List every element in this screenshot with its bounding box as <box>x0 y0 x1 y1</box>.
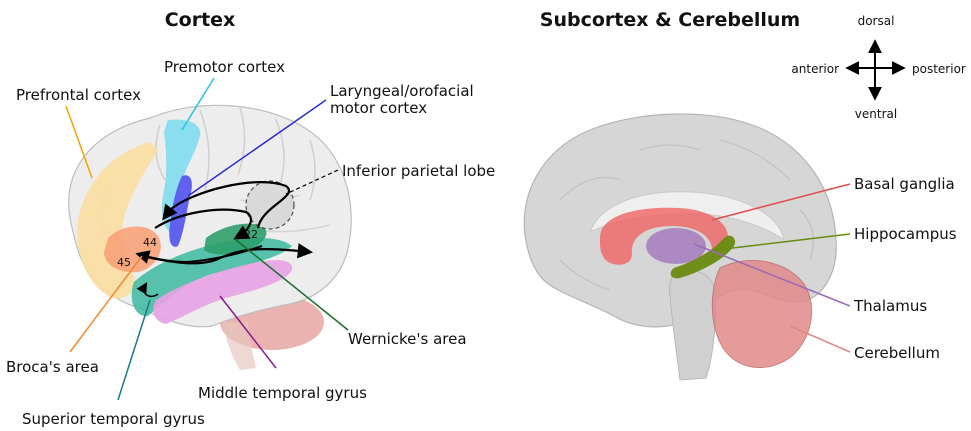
compass-posterior-label: posterior <box>912 62 966 76</box>
basal-ganglia-label: Basal ganglia <box>854 175 955 193</box>
superior-temporal-leader <box>118 300 150 400</box>
hippocampus-label: Hippocampus <box>854 225 957 243</box>
area-45-label: 45 <box>117 256 131 269</box>
cortex-panel-title: Cortex <box>165 9 236 31</box>
laryngeal-label-line2: motor cortex <box>330 99 427 117</box>
cerebellum-region <box>712 261 811 368</box>
subcortex-panel-title: Subcortex & Cerebellum <box>540 9 800 31</box>
premotor-label: Premotor cortex <box>164 58 285 76</box>
sagittal-brainstem <box>669 270 716 380</box>
superior-temporal-label: Superior temporal gyrus <box>22 410 205 428</box>
compass-anterior-label: anterior <box>791 62 839 76</box>
inferior-parietal-label: Inferior parietal lobe <box>342 162 495 180</box>
area-44-label: 44 <box>143 236 157 249</box>
laryngeal-label-line1: Laryngeal/orofacial <box>330 82 474 100</box>
compass-ventral-label: ventral <box>855 107 897 121</box>
sagittal-brain <box>524 114 836 380</box>
thalamus-label: Thalamus <box>853 297 927 315</box>
cerebellum-label: Cerebellum <box>854 344 940 362</box>
lateral-brain: 44 45 22 <box>69 105 351 370</box>
prefrontal-label: Prefrontal cortex <box>16 86 141 104</box>
broca-label: Broca's area <box>6 358 99 376</box>
compass-dorsal-label: dorsal <box>858 14 895 28</box>
orientation-compass: dorsal ventral anterior posterior <box>791 14 966 121</box>
inferior-parietal-region <box>246 181 294 229</box>
middle-temporal-label: Middle temporal gyrus <box>198 384 367 402</box>
wernicke-label: Wernicke's area <box>348 330 467 348</box>
